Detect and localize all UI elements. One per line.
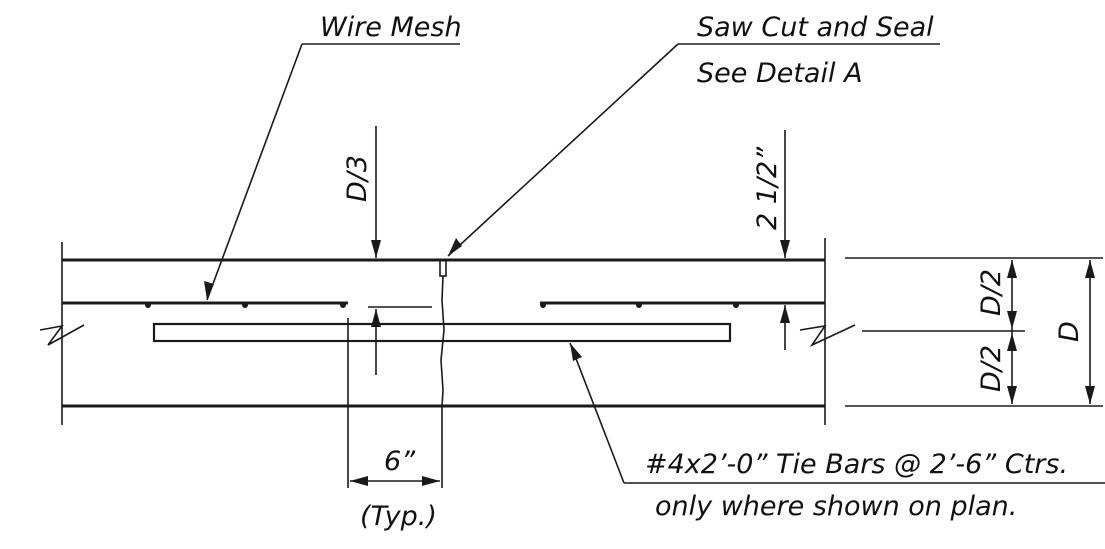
- d-total-label: D: [1054, 321, 1085, 342]
- d-total-arrow-bottom: [1085, 386, 1095, 404]
- tie-bar: [152, 322, 732, 343]
- d-half-lower-arrow-top: [1007, 333, 1017, 351]
- six-inch-dimension: 6” (Typ.): [347, 318, 443, 532]
- two-half-arrow-top: [780, 240, 790, 258]
- right-break-symbol: [799, 324, 856, 347]
- wire-mesh: [62, 301, 825, 308]
- depth-dimensions: D/2 D/2 D: [845, 257, 1103, 407]
- saw-cut-leader: [447, 43, 679, 257]
- wire-mesh-leader: [206, 43, 303, 301]
- saw-cut-groove: [439, 259, 447, 277]
- d-third-label: D/3: [342, 155, 373, 202]
- two-half-label: 2 1/2”: [752, 146, 783, 230]
- joint-crack-line: [440, 275, 445, 440]
- tie-bars-leader: [569, 342, 625, 484]
- mesh-wire-dot: [733, 302, 739, 308]
- saw-cut-label-line1: Saw Cut and Seal: [697, 12, 934, 43]
- six-inch-arrow-left: [350, 476, 368, 486]
- typ-label: (Typ.): [360, 501, 437, 532]
- d-half-upper-arrow-top: [1007, 260, 1017, 278]
- mesh-wire-dot: [636, 302, 642, 308]
- left-break-symbol: [39, 324, 85, 346]
- wire-mesh-label: Wire Mesh: [320, 12, 462, 43]
- d-half-lower-label: D/2: [976, 345, 1007, 392]
- wire-mesh-arrow: [204, 281, 214, 300]
- mesh-wire-dot: [242, 302, 248, 308]
- d-half-lower-arrow-bottom: [1007, 386, 1017, 404]
- six-inch-arrow-right: [422, 476, 440, 486]
- saw-cut-arrow: [448, 238, 462, 256]
- tie-bars-label-line1: #4x2’-0” Tie Bars @ 2’-6” Ctrs.: [645, 449, 1068, 480]
- mesh-wire-dot: [340, 302, 346, 308]
- slab-section: [39, 238, 856, 425]
- mesh-wire-dot: [145, 302, 151, 308]
- saw-cut-joint: [439, 259, 447, 440]
- d-third-dimension: D/3: [342, 126, 432, 375]
- tie-bars-arrow: [570, 343, 582, 361]
- two-half-dimension: 2 1/2”: [752, 130, 790, 350]
- tie-bars-label-line2: only where shown on plan.: [655, 491, 1017, 522]
- six-inch-label: 6”: [384, 446, 416, 477]
- mesh-wire-dot: [540, 302, 546, 308]
- d-total-arrow-top: [1085, 260, 1095, 278]
- d-third-arrow-top: [371, 240, 381, 258]
- d-half-upper-arrow-bottom: [1007, 311, 1017, 329]
- saw-cut-label-line2: See Detail A: [697, 58, 863, 89]
- two-half-arrow-bottom: [780, 305, 790, 323]
- d-third-arrow-bottom: [371, 309, 381, 327]
- d-half-upper-label: D/2: [976, 269, 1007, 316]
